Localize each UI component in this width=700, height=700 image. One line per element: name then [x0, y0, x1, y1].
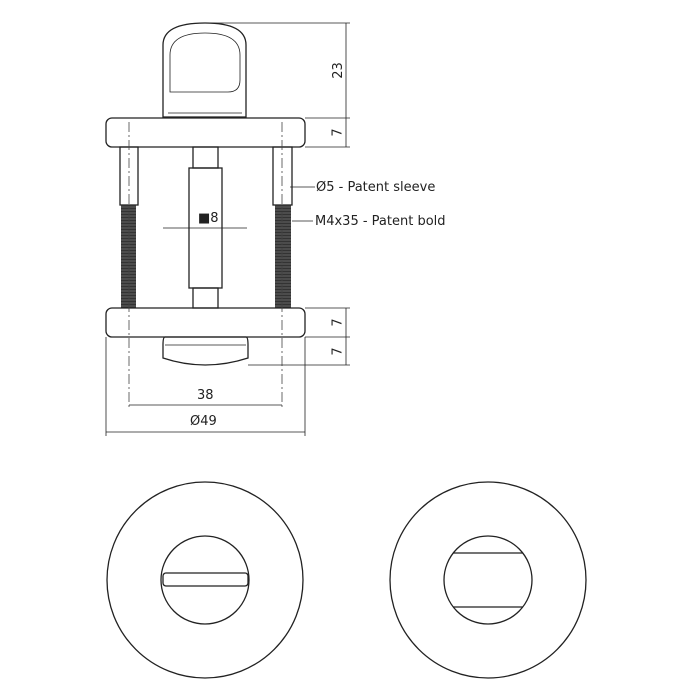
dim-screw-spacing: 38	[197, 388, 214, 403]
dim-thumb-height: 23	[330, 62, 346, 79]
right-dimension-lines	[205, 22, 350, 366]
label-spindle: ■8	[198, 211, 219, 226]
front-view-slotted	[106, 481, 304, 679]
spindle	[163, 146, 247, 309]
bottom-rosette-plate	[105, 307, 306, 338]
right-screw	[272, 146, 293, 308]
dim-diameter: Ø49	[190, 414, 217, 429]
bottom-dimension-lines	[105, 337, 306, 436]
dim-knob: 7	[330, 347, 346, 356]
label-bolt: M4x35 - Patent bold	[315, 214, 446, 229]
front-view-indicator	[389, 481, 587, 679]
dim-top-plate: 7	[330, 128, 346, 137]
thumb-turn	[162, 22, 247, 118]
top-rosette-plate	[105, 117, 306, 148]
dim-bottom-plate: 7	[330, 318, 346, 327]
indicator-knob	[162, 336, 249, 366]
label-sleeve: Ø5 - Patent sleeve	[316, 180, 436, 195]
